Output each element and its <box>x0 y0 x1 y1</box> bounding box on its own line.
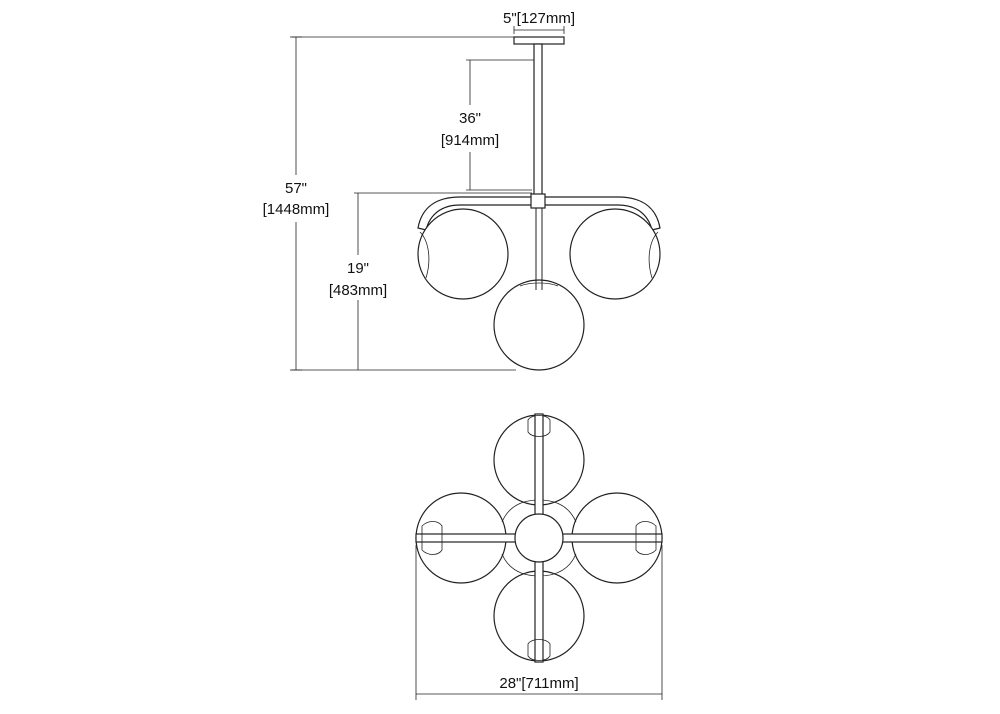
stem <box>533 43 543 197</box>
stem-length-label-in: 36" <box>459 110 481 127</box>
stem-length-label-mm: [914mm] <box>441 132 499 149</box>
plan-dimension-lines <box>415 545 663 700</box>
fixture-height-label-in: 19" <box>347 260 369 277</box>
left-globe <box>417 208 509 300</box>
overall-width-label: 28"[711mm] <box>499 675 578 692</box>
fixture-height-label-mm: [483mm] <box>329 282 387 299</box>
right-globe <box>569 208 661 300</box>
center-hub <box>514 513 564 563</box>
top-plan-view <box>415 413 663 663</box>
canopy-width-label: 5"[127mm] <box>503 10 575 27</box>
overall-height-label-mm: [1448mm] <box>263 201 330 218</box>
side-elevation-view <box>417 36 661 371</box>
overall-height-label-in: 57" <box>285 180 307 197</box>
side-dimension-lines <box>290 26 565 371</box>
canopy <box>513 36 565 45</box>
center-globe <box>493 279 585 371</box>
